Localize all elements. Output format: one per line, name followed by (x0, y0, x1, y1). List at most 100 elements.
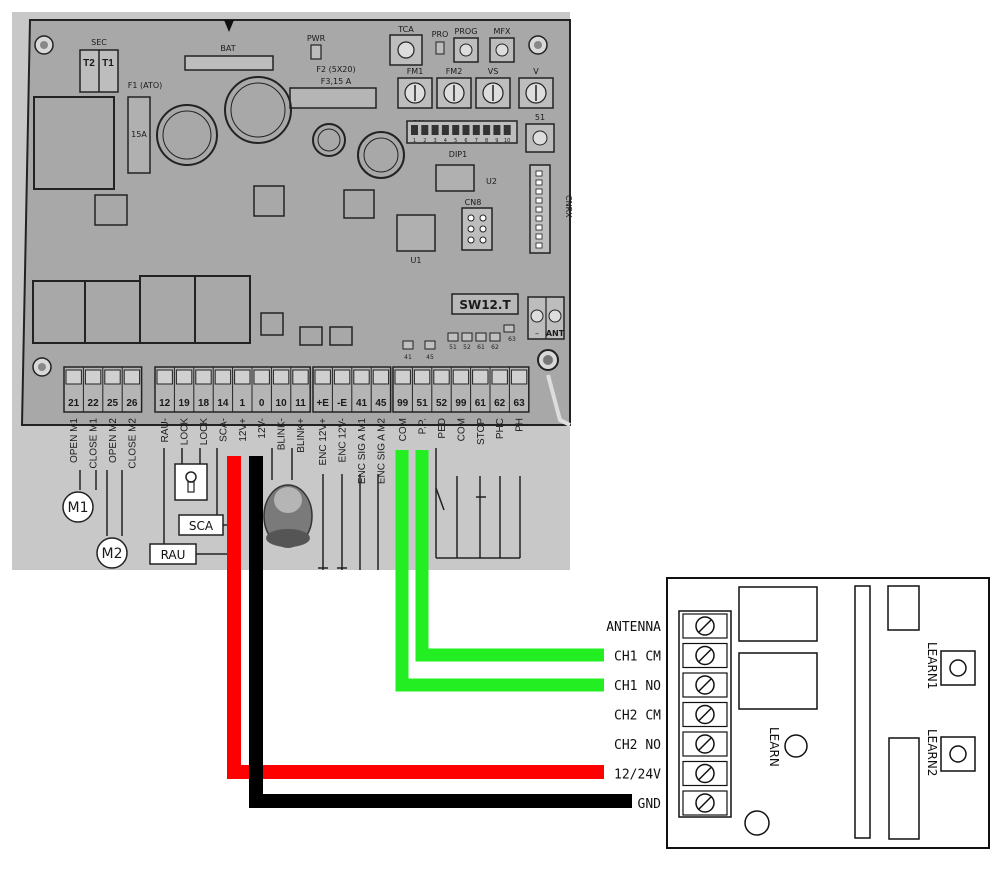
led-label: 62 (491, 344, 499, 351)
wire-12v-positive (227, 456, 604, 779)
switch-icon (435, 487, 445, 511)
terminal-label: PED (437, 418, 448, 439)
terminal-number: 18 (198, 398, 210, 409)
pin-icon (467, 225, 475, 233)
terminal-screw (452, 369, 470, 385)
receiver-relay (738, 652, 818, 710)
mount-hole-icon (38, 363, 46, 371)
terminal-number: 10 (276, 398, 288, 409)
ground-lead (546, 374, 571, 427)
transistor (329, 326, 353, 346)
led-45 (424, 340, 436, 350)
regulator (94, 194, 128, 226)
screw-slot (698, 678, 712, 692)
capacitor (224, 76, 292, 144)
motor-m2-icon (96, 537, 128, 569)
terminal-screw (272, 369, 290, 385)
f1-label: F1 (ATO) (128, 81, 163, 90)
terminal-number: 63 (514, 398, 526, 409)
fuse-f2 (289, 87, 377, 109)
pin-icon (535, 170, 543, 177)
rau-label: RAU (161, 548, 186, 562)
mfx-button (489, 37, 515, 63)
controller-board: SEC T2 T1 F1 (ATO) 15A BAT PWR F2 (5X20)… (20, 19, 573, 485)
receiver-terminal-label: ANTENNA (606, 620, 661, 635)
pin-icon (479, 236, 487, 244)
pin-icon (479, 214, 487, 222)
terminal-screw (394, 369, 411, 385)
learn2-label: LEARN2 (925, 729, 939, 776)
terminal-screw (314, 369, 331, 385)
wire-ch1-no (395, 450, 604, 692)
dip-number: 1 (413, 138, 416, 144)
led-label: 51 (449, 344, 457, 351)
terminal-label: CLOSE M2 (127, 418, 138, 469)
pin-icon (535, 206, 543, 213)
capacitor (357, 131, 405, 179)
t2-label: T2 (83, 58, 95, 69)
fuse-f1 (127, 96, 151, 174)
led-label: 45 (426, 354, 434, 361)
cn8-pins (467, 214, 487, 244)
dip-number: 6 (464, 138, 467, 144)
chip-u2 (435, 164, 475, 192)
dip-number: 8 (485, 138, 488, 144)
terminal-number: 19 (179, 398, 191, 409)
regulator (343, 189, 375, 219)
tca-label: TCA (397, 25, 414, 34)
capacitor (162, 110, 212, 160)
dip-lever (421, 125, 429, 135)
terminal-label: CLOSE M1 (89, 418, 100, 469)
led-62 (489, 332, 501, 342)
chip-u1 (396, 214, 436, 252)
trimmer-label-fm1: FM1 (407, 67, 424, 76)
dip-number: 5 (454, 138, 457, 144)
terminal-screw (195, 369, 212, 385)
receiver-terminal-label: 12/24V (614, 768, 661, 783)
minus-label: – (535, 329, 539, 338)
capacitor (156, 104, 218, 166)
pin-icon (535, 197, 543, 204)
terminal-number: 14 (217, 398, 229, 409)
pin-icon (535, 242, 543, 249)
terminal-number: 51 (417, 398, 429, 409)
terminal-label: ENC SIG A M1 (357, 418, 368, 485)
cnrx-pins (535, 170, 543, 249)
led-52 (461, 332, 473, 342)
pin-icon (535, 215, 543, 222)
terminal-screw (234, 369, 251, 385)
pwr-led (310, 44, 322, 60)
terminal-label: OPEN M2 (108, 418, 119, 463)
terminal-number: 62 (494, 398, 506, 409)
receiver-hole-icon (744, 810, 770, 836)
bat-label: BAT (220, 44, 235, 53)
terminal-number: 41 (356, 398, 368, 409)
trimmer-knob-icon (397, 41, 415, 59)
dip-number: 9 (495, 138, 498, 144)
terminal-screw (491, 369, 508, 385)
terminal-label: BLINK+ (296, 418, 307, 453)
terminal-label: LOCK (199, 418, 210, 446)
button-icon (949, 659, 967, 677)
dip-label: DIP1 (449, 150, 467, 159)
screw-slot (698, 648, 712, 663)
terminal-screw (84, 369, 102, 385)
blink-lamp-icon (266, 529, 310, 547)
terminal-label: LOCK (180, 418, 191, 446)
terminal-screw (472, 369, 489, 385)
receiver-terminal-label: GND (638, 797, 662, 812)
pin-icon (535, 188, 543, 195)
learn1-label: LEARN1 (925, 642, 939, 689)
terminal-number: +E (316, 398, 329, 409)
pro-led (435, 41, 445, 55)
u1-label: U1 (411, 256, 422, 265)
terminal-screw (353, 369, 370, 385)
arrow-marker-icon (224, 20, 234, 32)
mount-hole-icon (543, 355, 553, 365)
